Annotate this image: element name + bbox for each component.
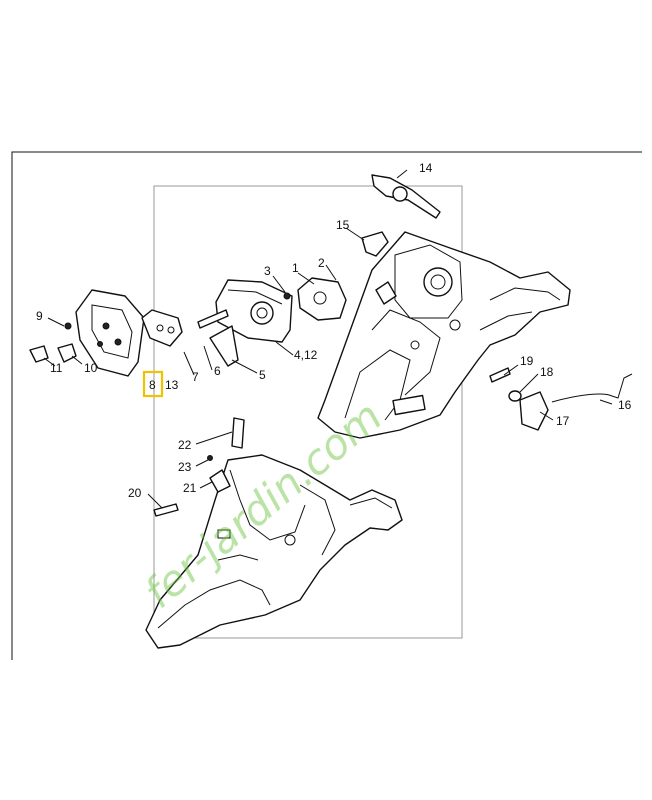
label-22: 22 [178,438,192,452]
label-15: 15 [336,218,350,232]
outer-frame [11,151,642,660]
label-11: 11 [50,361,63,375]
label-23: 23 [178,460,192,474]
label-7: 7 [192,370,199,384]
label-16: 16 [618,398,632,412]
label-18: 18 [540,365,554,379]
label-3: 3 [264,264,271,278]
air-filter-cover [75,289,145,377]
inner-frame [153,185,463,639]
label-9: 9 [36,309,43,323]
leader-lines [43,169,613,509]
label-5: 5 [259,368,266,382]
upper-housing [317,231,571,439]
label-20: 20 [128,486,142,500]
label-10: 10 [84,361,98,375]
gasket-plate [141,309,183,347]
carburetor [297,277,347,321]
label-4-12: 4,12 [294,348,318,362]
label-1: 1 [292,261,299,275]
label-8: 8 [149,378,156,392]
label-2: 2 [318,256,325,270]
highlight-box [142,370,164,398]
label-21: 21 [183,481,197,495]
label-19: 19 [520,354,534,368]
label-17: 17 [556,414,570,428]
small-parts [29,174,633,517]
label-6: 6 [214,364,221,378]
label-14: 14 [419,161,433,175]
part-labels: 14 15 3 1 2 4,12 5 6 7 9 11 10 8 13 19 1… [36,161,632,500]
carburetor-flange [215,279,293,343]
label-13: 13 [165,378,179,392]
